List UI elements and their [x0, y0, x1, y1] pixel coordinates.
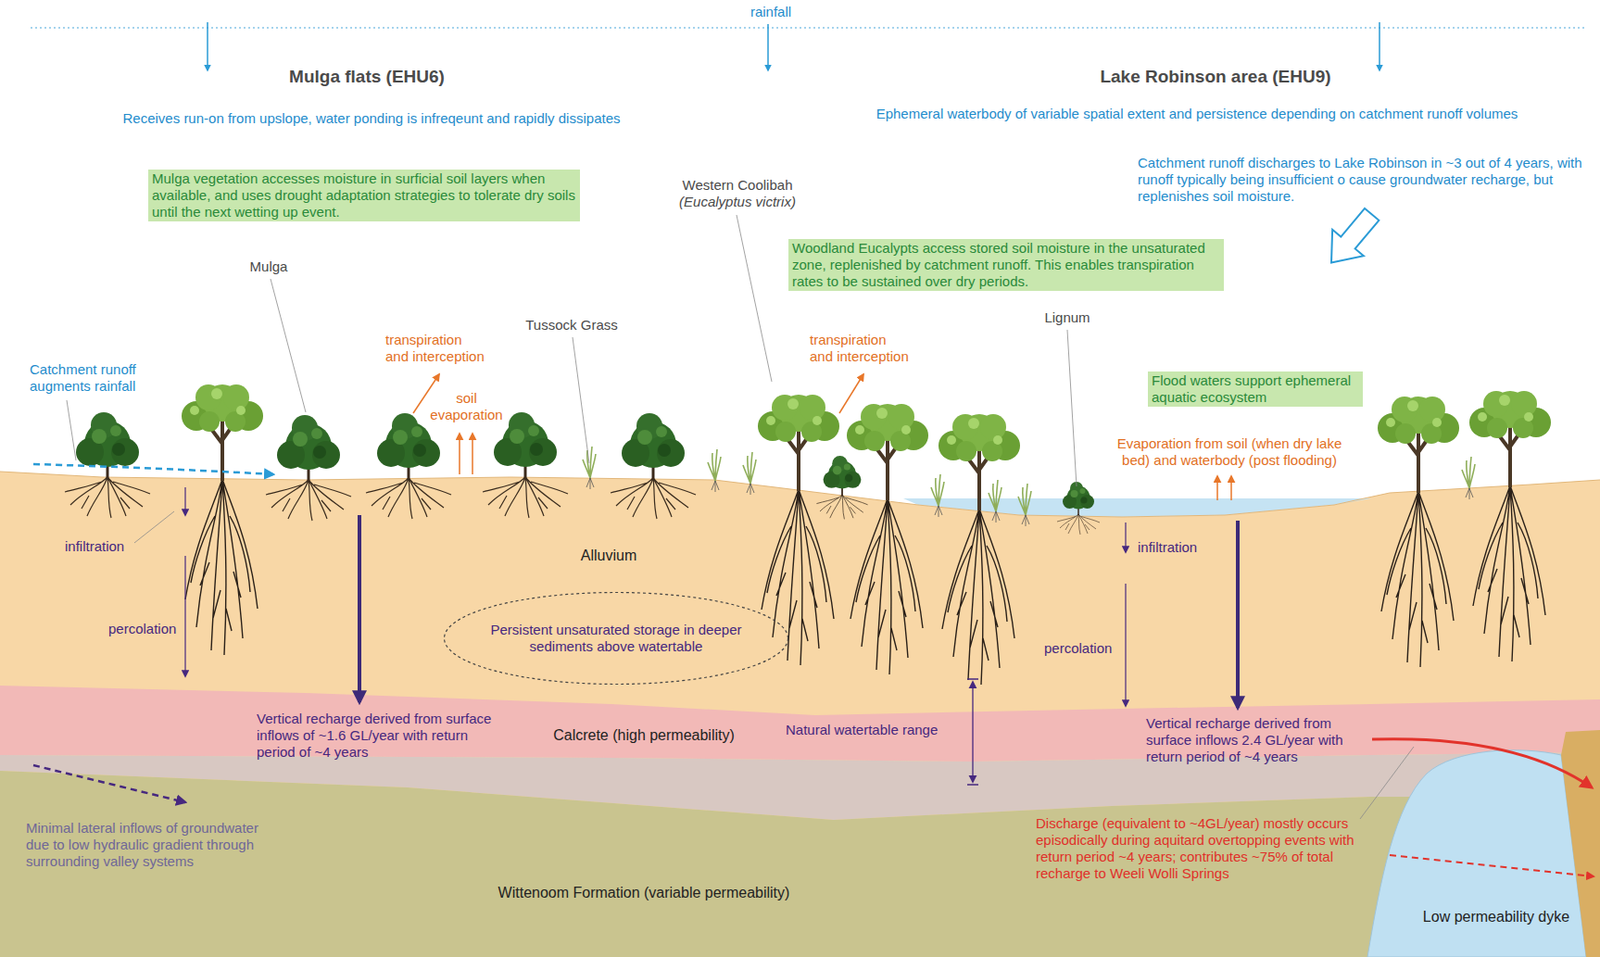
layer-label: Low permeability dyke [1412, 907, 1580, 926]
range-label: Natural watertable range [785, 721, 968, 739]
callout-text: Mulga vegetation accesses moisture in su… [151, 170, 577, 221]
evaporation-arrow [471, 433, 474, 475]
alluvium-layer [0, 471, 1600, 957]
area-note: Ephemeral waterbody of variable spatial … [831, 105, 1563, 123]
plant-label: Tussock Grass [516, 316, 628, 334]
callout-text: Woodland Eucalypts access stored soil mo… [792, 239, 1221, 290]
rain-arrow [767, 24, 769, 71]
mulga-bush [365, 413, 452, 519]
ellipse-outline [444, 592, 789, 685]
wittenoom-layer [0, 770, 1600, 957]
mulga-bush [64, 412, 151, 518]
lateral-inflow-arrow [33, 765, 186, 803]
leader-line [66, 214, 1414, 819]
recharge-note: Vertical recharge derived from surface i… [1146, 715, 1354, 766]
flux-label: transpiration and interception [809, 331, 911, 366]
flux-label: percolation [108, 620, 183, 638]
flux-label: transpiration and interception [385, 331, 487, 366]
callout-box: Flood waters support ephemeral aquatic e… [1147, 371, 1363, 407]
rain-arrow [206, 22, 209, 71]
grass-tuft [743, 452, 756, 495]
plant-label: Mulga [240, 258, 297, 276]
illustration-part [1315, 201, 1387, 276]
grass-tuft [1461, 456, 1475, 500]
mulga-bush [482, 412, 568, 518]
mulga-bush [265, 415, 352, 521]
inflow-note: Minimal lateral inflows of groundwater d… [25, 819, 286, 870]
callout-box: Woodland Eucalypts access stored soil mo… [788, 239, 1224, 291]
layer-label: Wittenoom Formation (variable permeabili… [472, 883, 816, 902]
eucalypt-tree [1469, 390, 1551, 662]
rainfall-label: rainfall [741, 3, 801, 21]
flux-label: Catchment runoff augments rainfall [29, 361, 141, 395]
callout-text: Persistent unsaturated storage in deeper… [486, 621, 746, 656]
recharge-arrow [1235, 520, 1240, 708]
grass-tuft [988, 479, 1002, 523]
eucalypt-tree [846, 403, 929, 675]
evaporation-arrow [1216, 476, 1219, 501]
watertable-ticks [967, 679, 979, 785]
mulga-tree [181, 384, 264, 656]
lignum-shrub [1057, 481, 1100, 535]
infiltration-arrow [1124, 522, 1126, 553]
eucalypt-tree [1377, 396, 1460, 668]
storage-ellipse: Persistent unsaturated storage in deeper… [442, 591, 790, 686]
callout-text: Flood waters support ephemeral aquatic e… [1151, 372, 1360, 406]
layer-label: Calcrete (high permeability) [534, 726, 754, 744]
discharge-note: Discharge (equivalent to ~4GL/year) most… [1035, 815, 1375, 882]
area-heading: Mulga flats (EHU6) [227, 66, 506, 88]
evaporation-arrow [458, 433, 461, 475]
recharge-arrow [357, 515, 362, 703]
plant-label: (Eucalyptus victrix) [654, 193, 821, 211]
plant-label: Lignum [1033, 309, 1102, 327]
discharge-arrow [1372, 739, 1592, 788]
illustration-part [816, 455, 868, 519]
calcrete-layer [0, 685, 1600, 762]
discharge-dashed-arrow [1389, 855, 1594, 877]
illustration-part [1057, 481, 1100, 535]
flux-label: soil evaporation [427, 390, 506, 424]
transpiration-arrow [839, 374, 864, 414]
infiltration-arrow [184, 487, 186, 516]
grass-tuft [582, 446, 596, 490]
percolation-arrow [1124, 583, 1126, 706]
runoff-note: Catchment runoff discharges to Lake Robi… [1137, 154, 1592, 205]
small-shrub [816, 455, 868, 519]
rain-arrow [1378, 22, 1381, 71]
rainfall-line [30, 26, 1588, 28]
area-note: Receives run-on from upslope, water pond… [75, 110, 668, 127]
eucalypt-tree [938, 414, 1021, 685]
callout-box: Mulga vegetation accesses moisture in su… [148, 169, 580, 222]
flux-label: infiltration [64, 538, 139, 555]
dyke [1367, 750, 1587, 957]
flux-label: infiltration [1137, 539, 1212, 556]
area-heading: Lake Robinson area (EHU9) [1058, 66, 1374, 88]
runoff-arrow [33, 464, 274, 475]
grass-tuft [707, 449, 721, 492]
recharge-note: Vertical recharge derived from surface i… [256, 710, 493, 761]
flux-label: percolation [1044, 640, 1119, 657]
percolation-arrow [184, 555, 186, 677]
evaporation-arrow [1230, 476, 1233, 501]
plant-label: Western Coolibah [663, 176, 812, 194]
hollow-arrow [1315, 201, 1387, 276]
grass-tuft [931, 474, 945, 517]
layer-label: Alluvium [566, 546, 651, 565]
grass-tuft [1018, 483, 1032, 527]
eucalypt-tree [757, 394, 840, 666]
watertable-arrow [971, 681, 973, 782]
mulga-bush [610, 413, 696, 519]
flux-label: Evaporation from soil (when dry lake bed… [1104, 435, 1355, 469]
